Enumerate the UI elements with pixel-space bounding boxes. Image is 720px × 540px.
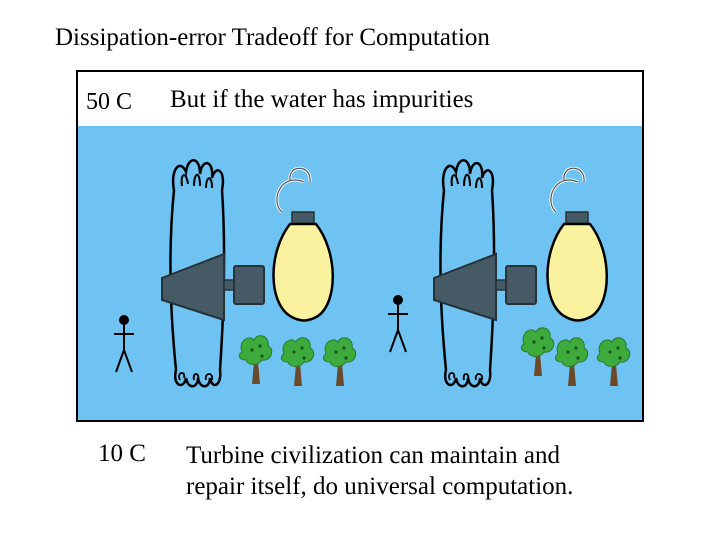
turbine-icon <box>433 253 537 321</box>
hot-reservoir-band <box>78 72 642 126</box>
turbine-scene <box>113 158 631 388</box>
description-line: Turbine civilization can maintain and <box>186 442 560 469</box>
turbine-icon <box>161 253 265 321</box>
cold-temperature-label: 10 C <box>98 440 146 467</box>
condition-text: But if the water has impurities <box>170 86 474 113</box>
slide-title: Dissipation-error Tradeoff for Computati… <box>55 24 490 51</box>
tree-icon <box>280 337 315 387</box>
light-bulb-icon <box>546 166 609 322</box>
hot-temperature-label: 50 C <box>86 89 133 115</box>
stick-figure-icon <box>387 294 409 353</box>
tree-icon <box>596 337 631 387</box>
tree-icon <box>238 335 273 385</box>
tree-icon <box>322 337 357 387</box>
description-text: Turbine civilization can maintain and re… <box>186 440 573 502</box>
light-bulb-icon <box>272 166 335 322</box>
tree-icon <box>520 327 555 377</box>
tree-icon <box>554 337 589 387</box>
stick-figure-icon <box>113 314 135 373</box>
illustration-panel <box>76 70 644 422</box>
description-line: repair itself, do universal computation. <box>186 473 574 500</box>
